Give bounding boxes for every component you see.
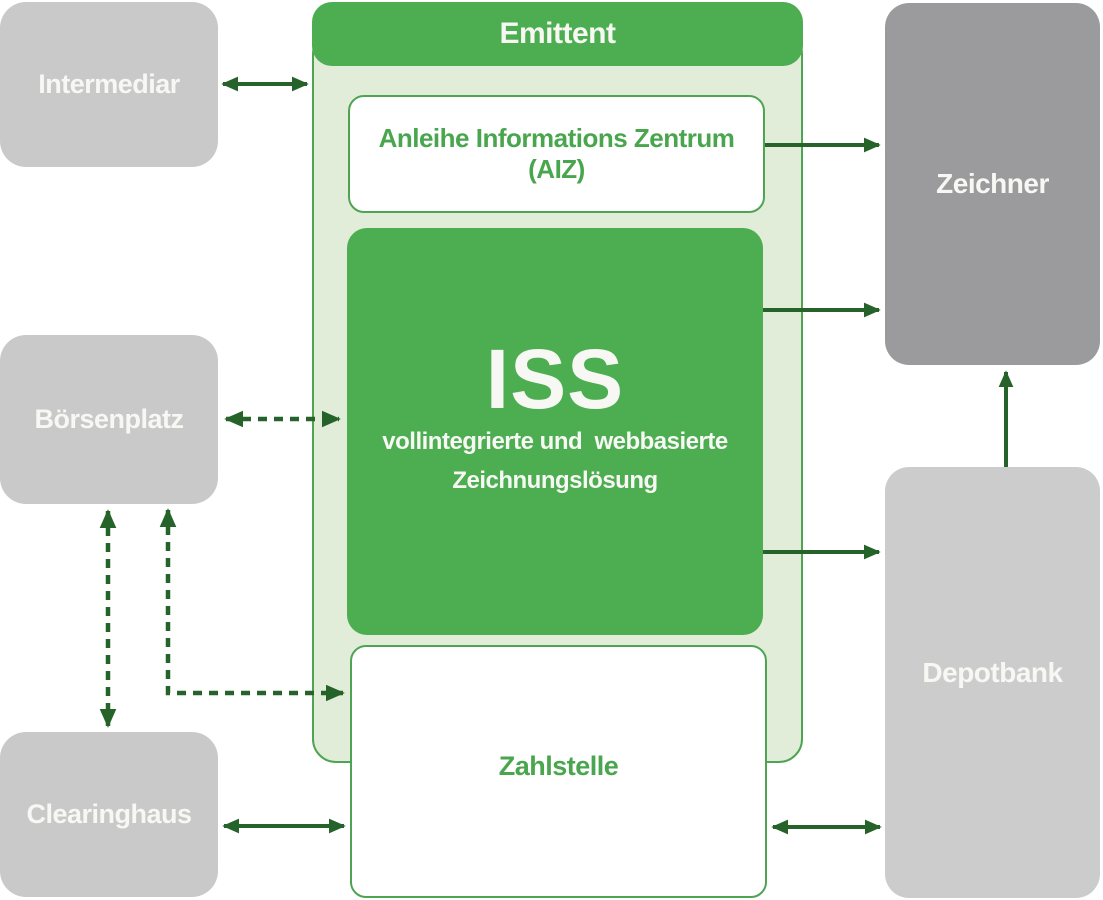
emittent-header: Emittent [312,2,803,66]
intermediar-label: Intermediar [38,69,180,99]
clearinghaus-box: Clearinghaus [0,732,218,897]
zeichner-label: Zeichner [936,168,1049,199]
boersenplatz-box: Börsenplatz [0,335,218,504]
clearinghaus-label: Clearinghaus [26,799,192,829]
zahlstelle-box: Zahlstelle [350,645,767,898]
aiz-box: Anleihe Informations Zentrum (AIZ) [348,95,765,213]
iss-title: ISS [485,331,625,426]
intermediar-box: Intermediar [0,2,218,167]
iss-box: ISS vollintegrierte und webbasierte Zeic… [347,228,763,635]
iss-subtitle-line2: Zeichnungslösung [452,466,658,494]
depotbank-label: Depotbank [922,656,1063,688]
zahlstelle-label: Zahlstelle [498,751,619,781]
boersenplatz-label: Börsenplatz [34,404,184,434]
emittent-label: Emittent [499,17,617,50]
iss-subtitle-line1: vollintegrierte und webbasierte [382,427,728,455]
aiz-label: Anleihe Informations Zentrum (AIZ) [378,123,735,184]
zeichner-box: Zeichner [885,3,1100,365]
depotbank-box: Depotbank [885,467,1100,898]
